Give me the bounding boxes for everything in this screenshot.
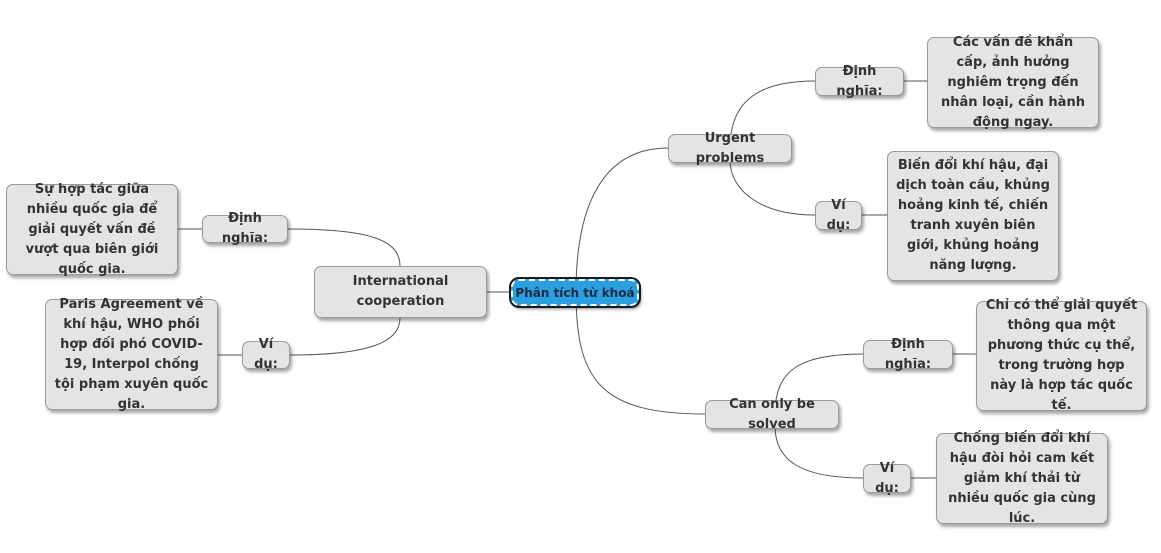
international-definition-text[interactable]: Sự hợp tác giữa nhiều quốc gia để giải q… bbox=[6, 182, 178, 277]
branch-title: Urgent problems bbox=[695, 130, 765, 166]
solved-example-text[interactable]: Chống biến đổi khí hậu đòi hỏi cam kết g… bbox=[936, 431, 1108, 526]
international-definition-label[interactable]: Định nghĩa: bbox=[202, 211, 288, 246]
urgent-definition-text[interactable]: Các vấn đề khẩn cấp, ảnh hưởng nghiêm tr… bbox=[927, 35, 1099, 130]
urgent-example-label[interactable]: Ví dụ: bbox=[815, 198, 862, 233]
root-label: Phân tích từ khoá bbox=[515, 285, 635, 300]
international-example-text[interactable]: Paris Agreement về khí hậu, WHO phối hợp… bbox=[45, 297, 218, 412]
root-node[interactable]: Phân tích từ khoá bbox=[509, 277, 641, 308]
urgent-definition-label[interactable]: Định nghĩa: bbox=[815, 64, 904, 99]
branch-can-only-be-solved[interactable]: Can only be solved bbox=[705, 397, 839, 432]
branch-urgent-problems[interactable]: Urgent problems bbox=[668, 131, 792, 166]
branch-title: Can only be solved bbox=[729, 396, 815, 432]
solved-definition-label[interactable]: Định nghĩa: bbox=[863, 337, 953, 372]
solved-definition-text[interactable]: Chỉ có thể giải quyết thông qua một phươ… bbox=[976, 298, 1147, 413]
urgent-example-text[interactable]: Biến đổi khí hậu, đại dịch toàn cầu, khủ… bbox=[887, 151, 1059, 281]
solved-example-label[interactable]: Ví dụ: bbox=[863, 461, 911, 496]
international-example-label[interactable]: Ví dụ: bbox=[242, 337, 290, 372]
branch-title: International cooperation bbox=[352, 274, 449, 309]
branch-international-cooperation[interactable]: International cooperation bbox=[314, 266, 487, 318]
